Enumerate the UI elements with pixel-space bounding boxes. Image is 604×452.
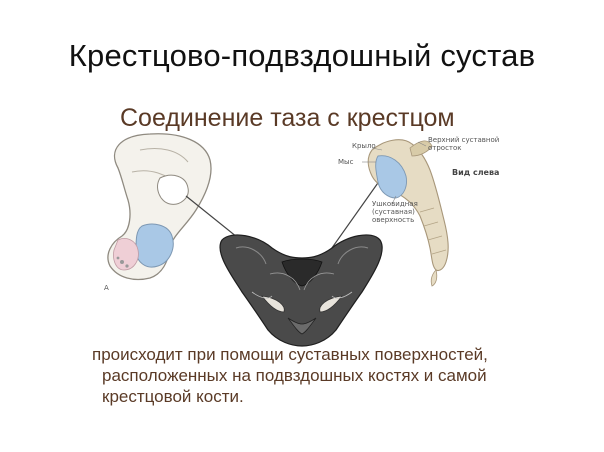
sacrum-illustration (362, 139, 449, 287)
label-promontory: Мыс (338, 158, 354, 166)
caption-line: крестцовой кости. (102, 387, 244, 406)
label-wing: Крыло (352, 142, 376, 150)
caption-line: происходит при помощи суставных поверхно… (92, 345, 488, 364)
panel-letter: A (104, 284, 109, 292)
slide-title: Крестцово-подвздошный сустав (68, 38, 536, 73)
pelvis-illustration (219, 234, 383, 347)
label-superior-process: Верхний суставной отросток (428, 136, 500, 152)
slide-subtitle: Соединение таза с крестцом (120, 104, 455, 132)
caption-line: расположенных на подвздошных костях и са… (102, 366, 487, 385)
label-view: Вид слева (452, 168, 500, 177)
slide-caption: происходит при помощи суставных поверхно… (92, 344, 562, 407)
hip-bone-illustration (107, 133, 212, 281)
label-auricular-surface: Ушковидная (суставная) оверхность (372, 200, 418, 224)
